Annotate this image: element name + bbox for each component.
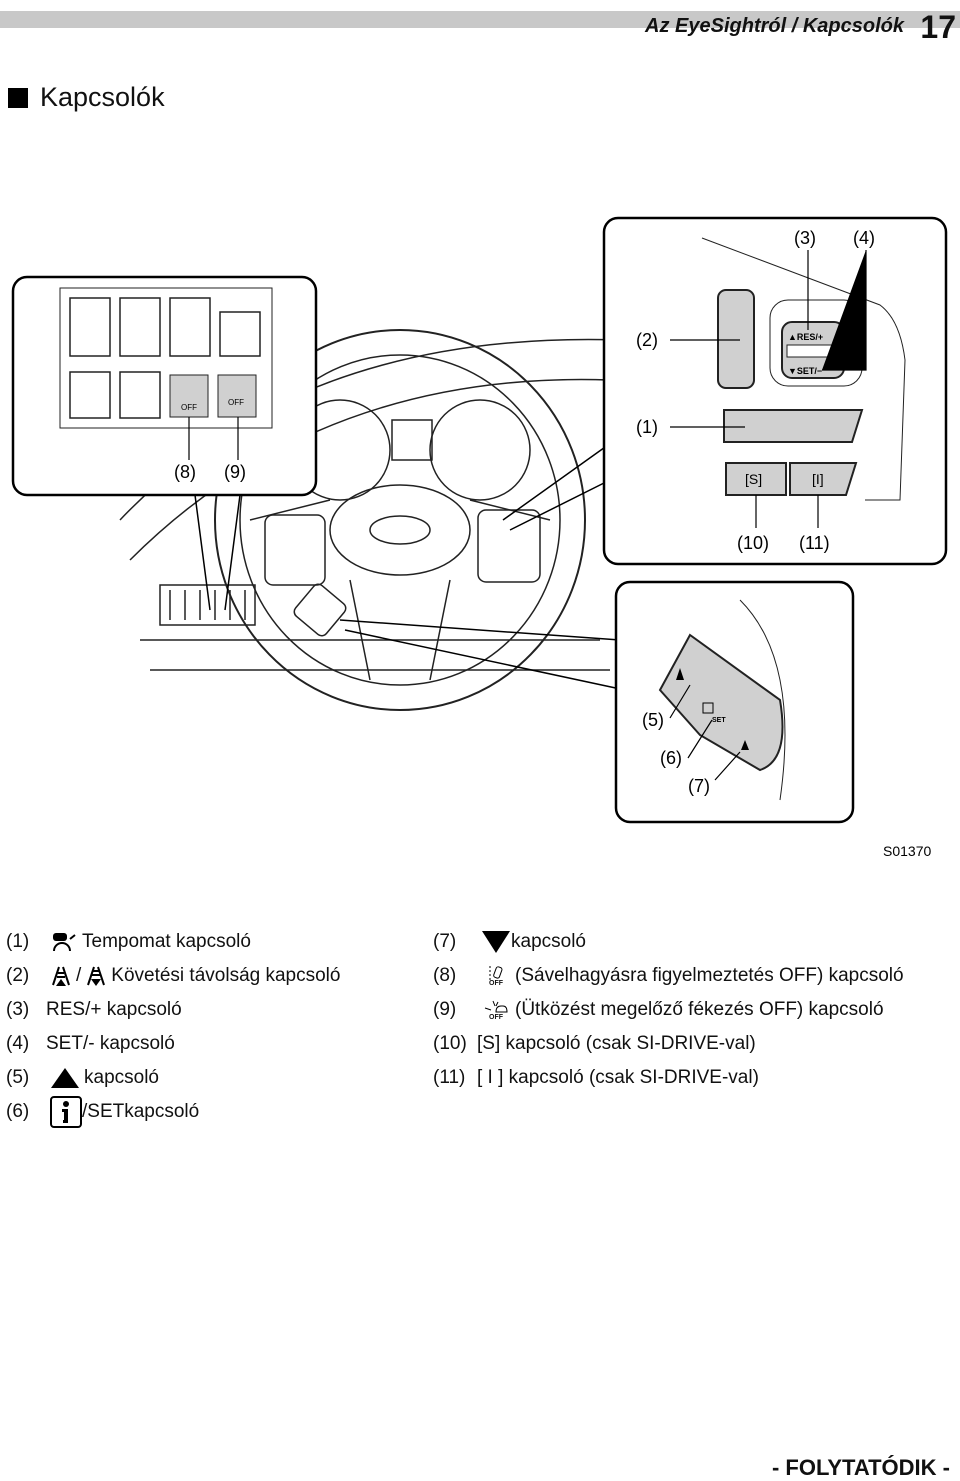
callout-6: (6) <box>660 748 682 768</box>
item-text: /SETkapcsoló <box>82 1101 200 1122</box>
item-text: Tempomat kapcsoló <box>82 931 251 952</box>
item-number: (8) <box>433 965 457 986</box>
lane-departure-off-icon: OFF <box>481 965 511 987</box>
s-switch <box>725 462 787 496</box>
legend-right: (7) kapcsoló (8) OFF (Sávelhagyásra figy… <box>433 925 904 1095</box>
switch-location-illustration: OFF OFF (8) (9) ▲RES/+ ▼SET/− [S] [I] (1… <box>11 216 948 859</box>
item-text: [S] kapcsoló (csak SI-DRIVE-val) <box>477 1033 756 1054</box>
item-text: (Sávelhagyásra figyelmeztetés OFF) kapcs… <box>515 965 904 986</box>
set-small-label: SET <box>712 717 726 724</box>
callout-10: (10) <box>737 533 769 553</box>
callout-7: (7) <box>688 776 710 796</box>
dashboard-drawing <box>119 329 621 711</box>
callout-4: (4) <box>853 228 875 248</box>
icon-off-text: OFF <box>489 1013 503 1021</box>
item-number: (4) <box>6 1033 30 1054</box>
i-switch <box>789 462 858 496</box>
item-text: kapcsoló <box>511 931 586 952</box>
triangle-up-icon <box>50 1067 80 1089</box>
list-item: (7) kapcsoló <box>433 925 904 959</box>
res-label: ▲RES/+ <box>788 332 823 342</box>
section-heading: Kapcsolók <box>8 82 165 113</box>
callout-9: (9) <box>224 462 246 482</box>
separator: / <box>76 965 82 986</box>
callout-8: (8) <box>174 462 196 482</box>
distance-down-icon <box>85 965 107 987</box>
pre-collision-off-icon: OFF <box>481 1000 511 1021</box>
triangle-down-icon <box>481 930 511 954</box>
info-icon <box>50 1096 82 1128</box>
list-item: (6) /SETkapcsoló <box>6 1095 340 1129</box>
item-number: (11) <box>433 1067 466 1088</box>
off-label: OFF <box>181 403 197 412</box>
item-number: (2) <box>6 965 30 986</box>
callout-1: (1) <box>636 417 658 437</box>
page-header-bar: Az EyeSightról / Kapcsolók 17 <box>0 9 960 45</box>
off-label: OFF <box>228 398 244 407</box>
lane-departure-off-button <box>169 374 209 418</box>
list-item: (10) [S] kapcsoló (csak SI-DRIVE-val) <box>433 1027 904 1061</box>
list-item: (1) Tempomat kapcsoló <box>6 925 340 959</box>
cruise-control-switch <box>723 409 864 443</box>
i-label: [I] <box>812 471 824 487</box>
cruise-control-icon <box>50 931 78 953</box>
distance-switch <box>717 289 755 389</box>
item-text: (Ütközést megelőző fékezés OFF) kapcsoló <box>515 999 884 1020</box>
callout-2: (2) <box>636 330 658 350</box>
pre-collision-off-button <box>217 374 257 418</box>
callout-11: (11) <box>799 533 830 553</box>
section-title: Kapcsolók <box>40 82 165 112</box>
s-label: [S] <box>745 471 762 487</box>
item-number: (1) <box>6 931 30 952</box>
item-number: (3) <box>6 999 30 1020</box>
callout-3: (3) <box>794 228 816 248</box>
list-item: (4) SET/- kapcsoló <box>6 1027 340 1061</box>
item-text: [ I ] kapcsoló (csak SI-DRIVE-val) <box>477 1067 759 1088</box>
item-number: (6) <box>6 1101 30 1122</box>
figure-code: S01370 <box>883 843 931 859</box>
distance-up-icon <box>50 965 72 987</box>
list-item: (8) OFF (Sávelhagyásra figyelmeztetés OF… <box>433 959 904 993</box>
inset-left-panel: OFF OFF (8) (9) <box>11 275 318 611</box>
inset-bottom-panel: SET (5) (6) (7) <box>339 580 855 824</box>
item-text: RES/+ kapcsoló <box>46 999 182 1020</box>
list-item: (11) [ I ] kapcsoló (csak SI-DRIVE-val) <box>433 1061 904 1095</box>
continued-note: - FOLYTATÓDIK - <box>771 1455 950 1480</box>
square-bullet-icon <box>8 87 28 108</box>
list-item: (2) / Követési távolság kapcsoló <box>6 959 340 993</box>
item-number: (10) <box>433 1033 467 1054</box>
inset-right-panel: ▲RES/+ ▼SET/− [S] [I] (1) (2) (3) (4) (1… <box>502 216 948 566</box>
item-text: kapcsoló <box>84 1067 159 1088</box>
item-number: (9) <box>433 999 457 1020</box>
list-item: (3) RES/+ kapcsoló <box>6 993 340 1027</box>
item-number: (5) <box>6 1067 30 1088</box>
item-number: (7) <box>433 931 457 952</box>
list-item: (5) kapcsoló <box>6 1061 340 1095</box>
set-label: ▼SET/− <box>788 366 822 376</box>
header-title: Az EyeSightról / Kapcsolók <box>645 15 904 37</box>
list-item: (9) OFF (Ütközést megelőző fékezés OFF) … <box>433 993 904 1027</box>
page-number: 17 <box>920 9 956 45</box>
item-text: SET/- kapcsoló <box>46 1033 175 1054</box>
legend-left: (1) Tempomat kapcsoló (2) / Követési táv… <box>6 925 340 1129</box>
icon-off-text: OFF <box>489 979 503 987</box>
info-buttons <box>658 633 784 772</box>
callout-5: (5) <box>642 710 664 730</box>
item-text: Követési távolság kapcsoló <box>111 965 341 986</box>
